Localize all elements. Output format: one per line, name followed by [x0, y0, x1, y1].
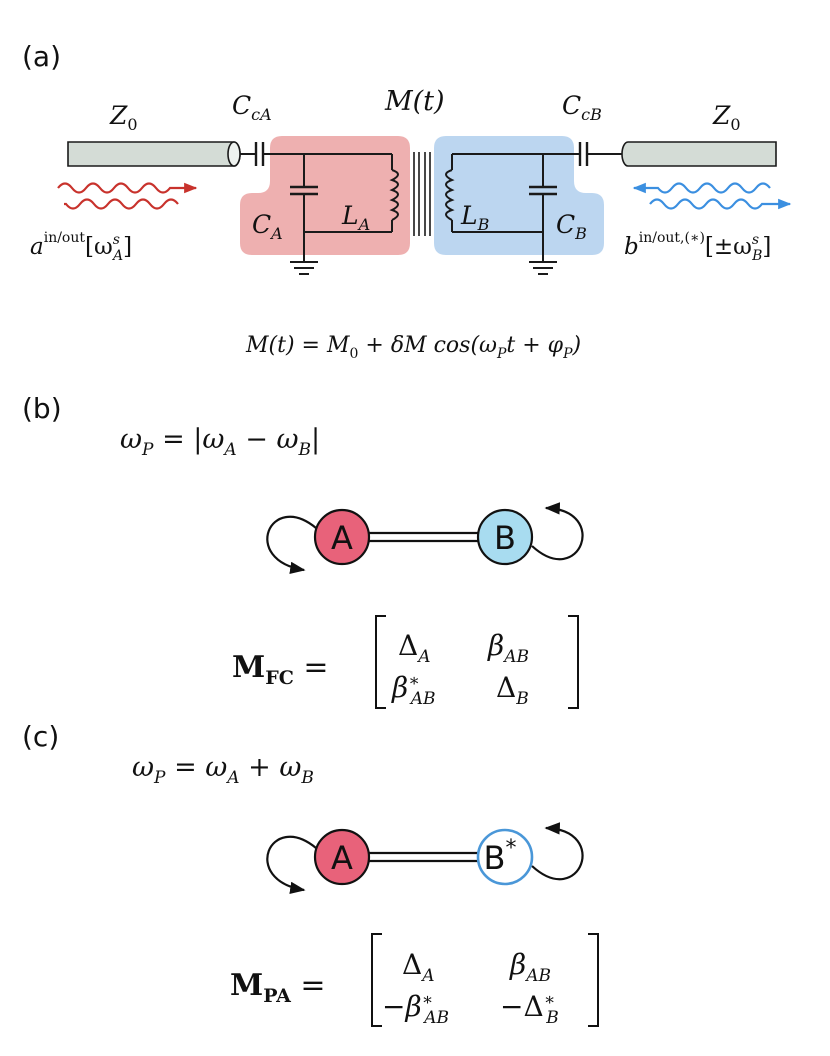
label-ccb: CcB — [562, 91, 602, 124]
node-a-pa — [313, 828, 371, 886]
panel-b-label: (b) — [22, 392, 62, 425]
matrix-pa-cell-12: βAB — [509, 948, 551, 986]
matrix-pa-cell-22: −Δ∗B — [500, 990, 559, 1028]
input-output-wave-b — [632, 182, 771, 194]
self-loop-b-fc — [531, 502, 584, 561]
self-loop-b-pa — [531, 822, 584, 881]
self-loop-a-fc — [266, 515, 317, 574]
matrix-fc: MFC = ΔA βAB β∗AB ΔB — [232, 615, 579, 709]
mt-equation: M(t) = M0 + δM cos(ωPt + φP) — [245, 333, 581, 362]
input-output-wave-a-return — [64, 198, 179, 210]
circuit-a — [290, 153, 399, 275]
panel-c-condition: ωP = ωA + ωB — [132, 752, 314, 788]
label-ca: CA — [252, 210, 283, 243]
matrix-pa-bracket-right — [588, 933, 599, 1027]
label-z0-right: Z0 — [712, 101, 741, 134]
node-b-pa-label: B* — [484, 836, 517, 877]
label-lb: LB — [460, 201, 490, 234]
matrix-fc-bracket-right — [568, 615, 579, 709]
coupling-capacitor-b — [578, 142, 622, 166]
label-la: LA — [341, 201, 370, 234]
panel-a-label: (a) — [22, 40, 61, 73]
matrix-fc-name: MFC = — [232, 650, 329, 689]
matrix-fc-cell-22: ΔB — [496, 671, 529, 709]
transmission-line-right — [621, 141, 777, 167]
matrix-pa-cell-21: −β∗AB — [382, 990, 449, 1028]
graph-pa: A B* — [266, 822, 584, 894]
circuit-b — [445, 153, 580, 275]
matrix-pa-name: MPA = — [230, 968, 326, 1007]
node-b-pa — [476, 828, 534, 886]
mode-b-panel — [434, 136, 604, 255]
transmission-line-left — [67, 141, 256, 167]
graph-fc: A B — [266, 502, 584, 574]
matrix-pa-bracket-left — [371, 933, 382, 1027]
matrix-fc-bracket-left — [375, 615, 386, 709]
matrix-fc-cell-21: β∗AB — [391, 671, 436, 709]
node-a-pa-label: A — [331, 839, 353, 877]
coupling-capacitor-a — [254, 142, 304, 166]
mode-a-panel — [240, 136, 410, 255]
panel-c-label: (c) — [22, 720, 59, 753]
label-z0-left: Z0 — [109, 101, 138, 134]
matrix-fc-cell-12: βAB — [487, 629, 529, 667]
label-cb: CB — [556, 210, 587, 243]
panel-b-condition: ωP = |ωA − ωB| — [120, 424, 320, 460]
matrix-pa-cell-11: ΔA — [402, 948, 435, 986]
matrix-fc-cell-11: ΔA — [398, 629, 431, 667]
self-loop-a-pa — [266, 835, 317, 894]
node-b-fc-label: B — [494, 519, 516, 557]
label-mt: M(t) — [384, 86, 445, 117]
node-b-fc — [476, 508, 534, 566]
label-cca: CcA — [232, 91, 272, 124]
node-a-fc — [313, 508, 371, 566]
matrix-pa: MPA = ΔA βAB −β∗AB −Δ∗B — [230, 933, 599, 1028]
input-output-wave-b-return — [649, 198, 792, 210]
input-output-wave-a — [57, 182, 198, 194]
node-a-fc-label: A — [331, 519, 353, 557]
mutual-inductance-core — [413, 152, 431, 236]
